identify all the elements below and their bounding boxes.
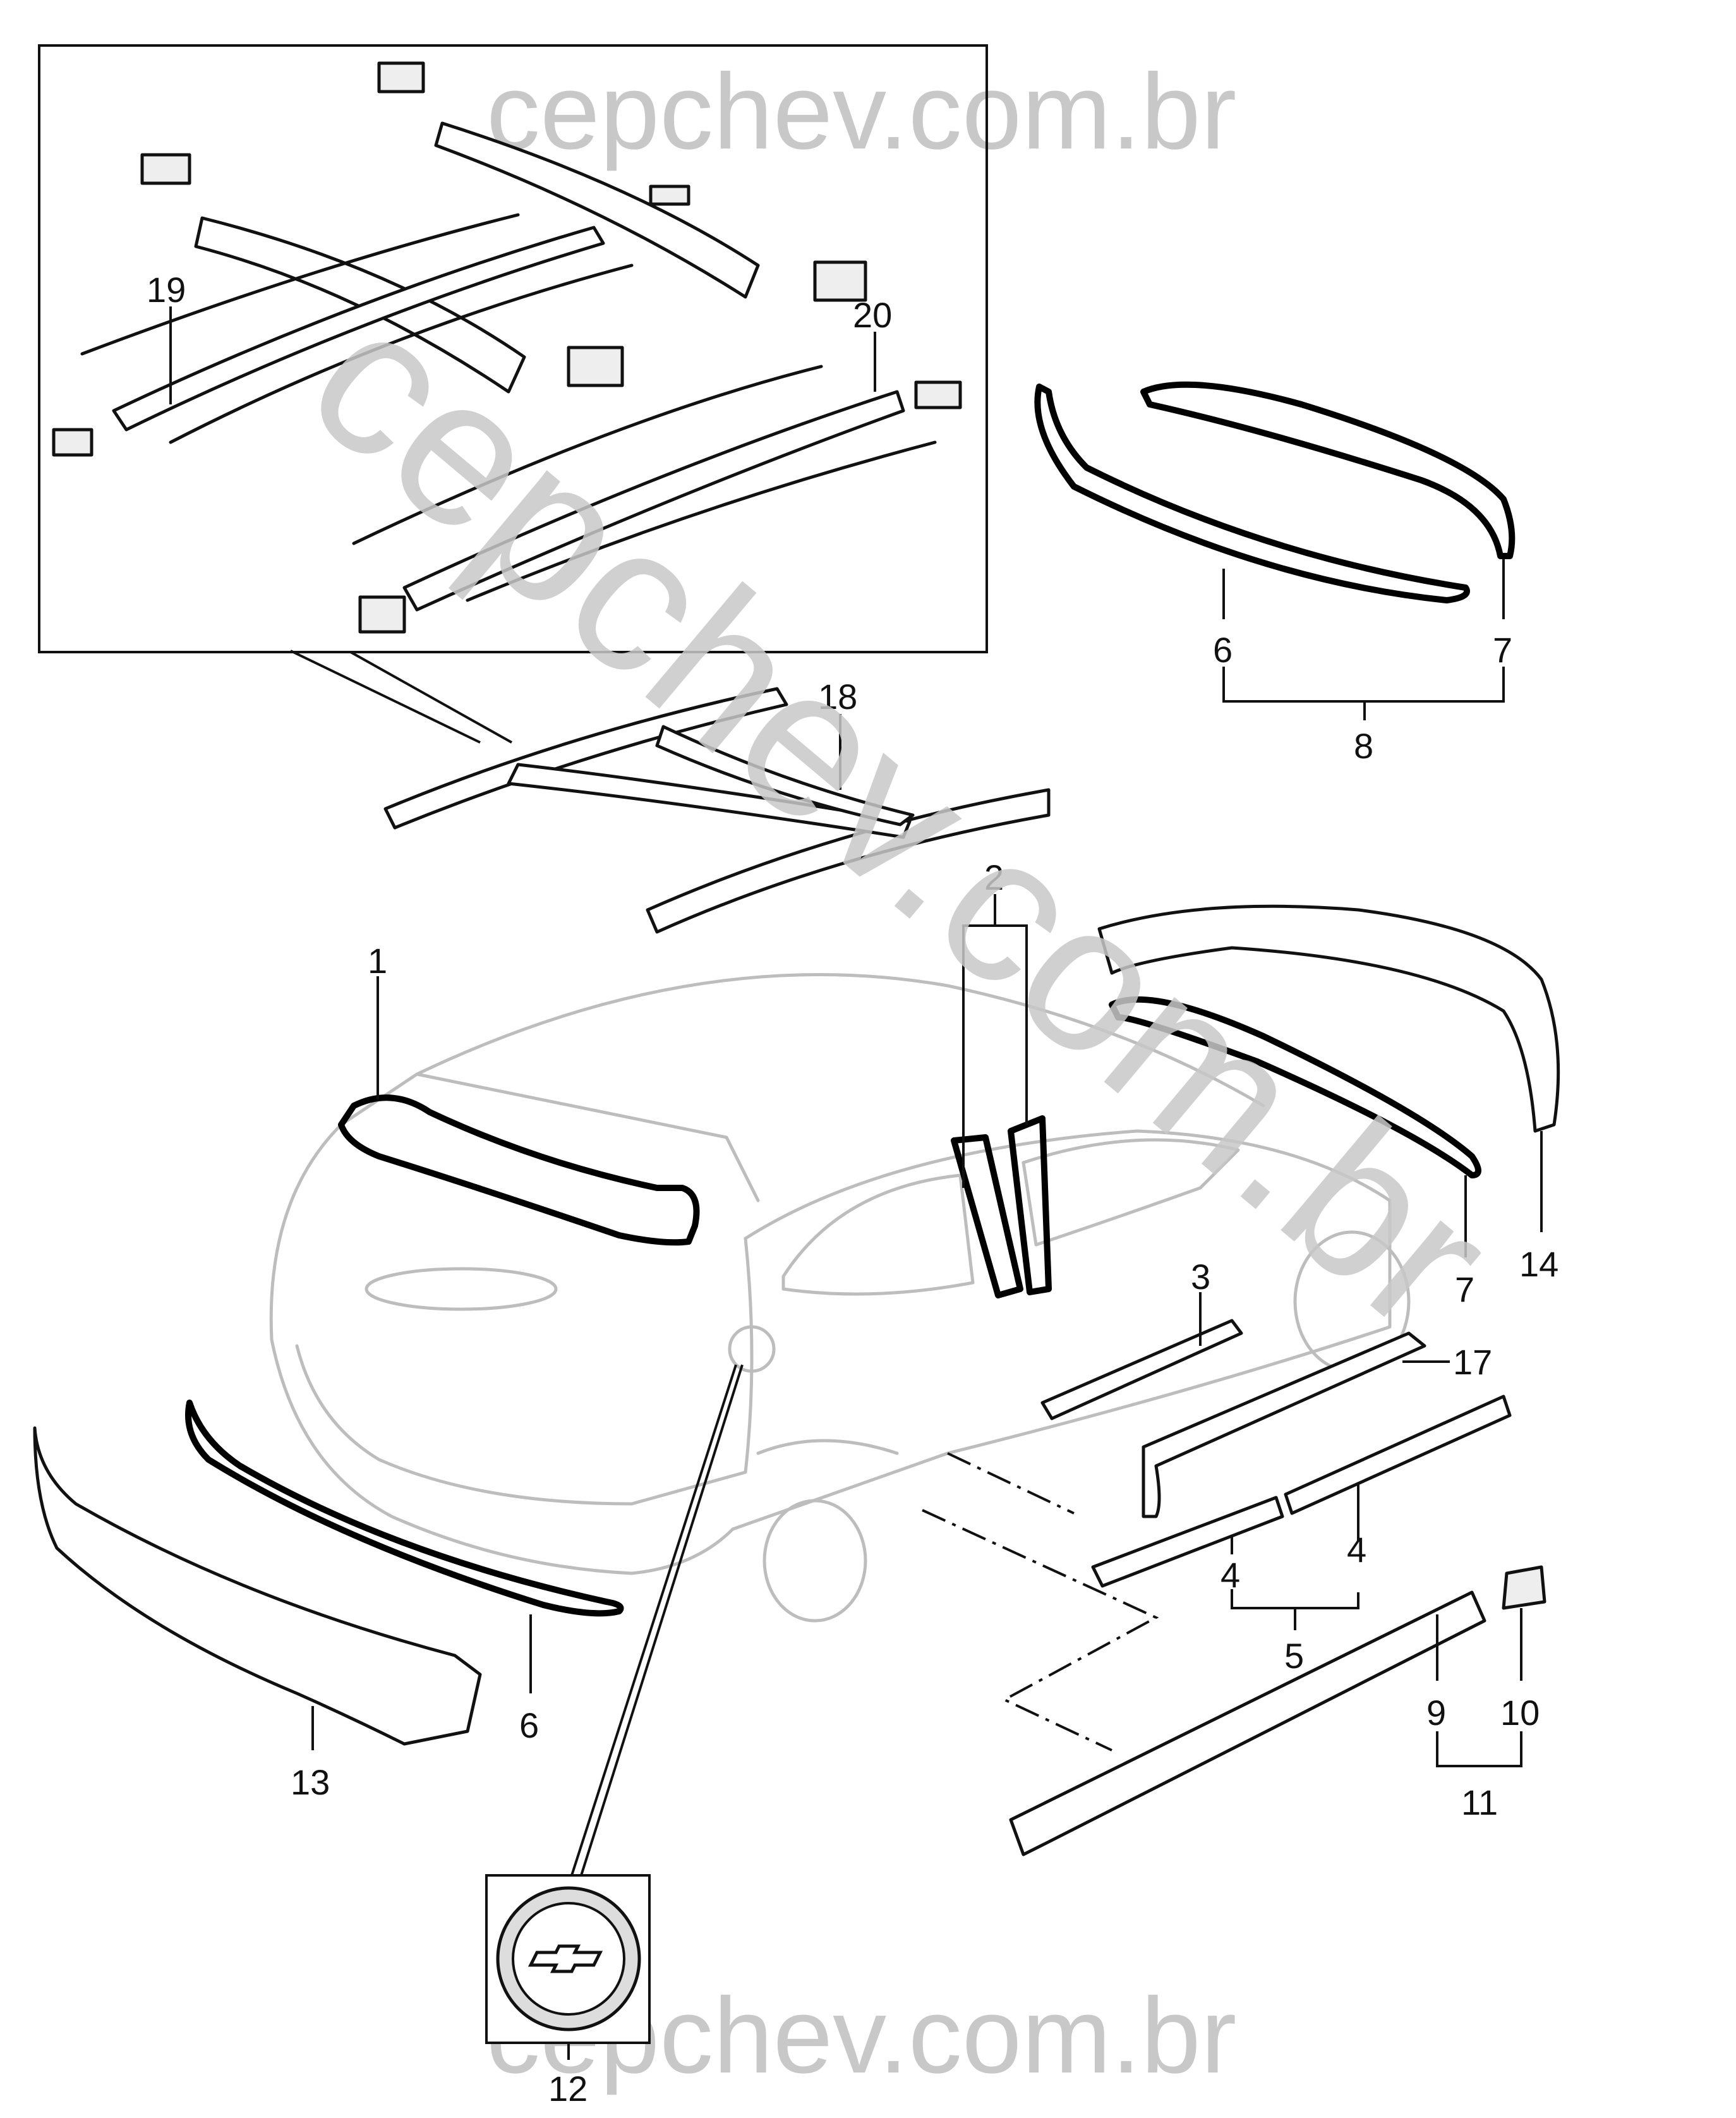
- inset-endcap-2: [358, 595, 406, 634]
- rack-crossbar-front: [655, 725, 915, 826]
- inset-bracket-2: [140, 153, 191, 185]
- rack-crossbar-rear: [507, 763, 912, 839]
- part-2-pillar-trim-left: [951, 1134, 1023, 1298]
- roof-rack-assembly: [383, 687, 1051, 934]
- inset-frame: [38, 44, 988, 653]
- inset-endcap-1: [52, 428, 93, 457]
- car-fuel-door: [728, 1325, 776, 1373]
- callout-4b: 4: [1347, 1530, 1366, 1570]
- part-6-spoiler-upper: [1034, 384, 1470, 603]
- callout-7-right: 7: [1455, 1269, 1474, 1309]
- part-1-rear-spoiler: [338, 1094, 700, 1246]
- callout-11: 11: [1461, 1782, 1498, 1822]
- watermark-top: cepchev.com.br: [486, 52, 1236, 172]
- chevrolet-bowtie-logo: [527, 1944, 603, 1973]
- part-2-pillar-trim-right: [1008, 1115, 1052, 1295]
- inset-rail-right-strip: [352, 365, 823, 545]
- callout-2: 2: [984, 857, 1004, 897]
- callout-6-bottom: 6: [519, 1705, 539, 1745]
- callout-19: 19: [147, 270, 186, 310]
- leader-11-bracket: [1436, 1731, 1522, 1767]
- inset-rail-left: [112, 226, 605, 432]
- inset-leader-right: [350, 651, 512, 744]
- car-bumper: [270, 1338, 735, 1575]
- inset-endcap-3: [914, 380, 962, 409]
- inset-rail-left-lower: [169, 263, 634, 444]
- callout-13: 13: [291, 1762, 330, 1802]
- inset-bracket-1: [377, 61, 425, 94]
- car-rear-wheel: [763, 1499, 867, 1623]
- inset-bracket-5: [649, 185, 690, 206]
- car-rear-body: [269, 1072, 760, 1341]
- leader-5-bracket: [1231, 1589, 1359, 1609]
- callout-18: 18: [818, 677, 857, 717]
- leader-dash-skirt-1: [922, 1509, 1159, 1752]
- part-4-rocker-molding-left: [1091, 1496, 1284, 1588]
- part-6-front-lip: [185, 1400, 624, 1617]
- inset-rail-right-lower: [466, 440, 937, 602]
- inset-rail-right: [402, 390, 905, 612]
- part-17-sill-strip: [1142, 1331, 1426, 1518]
- part-10-end-cap: [1502, 1565, 1546, 1610]
- part-9-side-skirt: [1009, 1590, 1486, 1856]
- part-13-bumper-skirt: [33, 1426, 482, 1746]
- callout-4a: 4: [1221, 1555, 1240, 1595]
- car-body: [269, 973, 1411, 1623]
- roof-rack-inset: [38, 44, 988, 653]
- callout-3: 3: [1191, 1257, 1210, 1297]
- part-12-fuel-cap-detail: [485, 1874, 651, 2044]
- part-7-side-extension: [1109, 996, 1481, 1178]
- callout-14: 14: [1519, 1244, 1558, 1284]
- leader-lines: [169, 306, 1543, 2060]
- leader-dash-skirt-2: [947, 1452, 1075, 1515]
- callout-8: 8: [1354, 726, 1373, 766]
- callout-5: 5: [1284, 1636, 1304, 1676]
- inset-rail-left-strip: [80, 213, 520, 356]
- inset-crossbar-rear: [434, 121, 760, 299]
- car-tailgate: [295, 1237, 754, 1506]
- car-side: [731, 1129, 1392, 1531]
- leader-8-bracket: [1222, 667, 1505, 703]
- callout-1: 1: [368, 941, 387, 981]
- rack-rail-right: [646, 788, 1051, 934]
- car-front-window: [1022, 1138, 1240, 1247]
- callout-10: 10: [1500, 1693, 1540, 1733]
- inset-leader-left: [290, 650, 481, 744]
- leader-12-b: [580, 1364, 744, 1876]
- inset-bracket-4: [567, 346, 624, 387]
- car-side-window: [781, 1173, 975, 1296]
- callout-7-top: 7: [1493, 630, 1512, 670]
- callout-20: 20: [853, 295, 892, 335]
- callout-6-top: 6: [1213, 630, 1233, 670]
- part-3-door-molding: [1040, 1319, 1243, 1420]
- callout-9: 9: [1426, 1693, 1446, 1733]
- car-roof: [415, 973, 1265, 1108]
- rack-rail-left: [383, 687, 788, 830]
- part-4-rocker-molding-right: [1284, 1395, 1512, 1515]
- callout-17: 17: [1453, 1342, 1492, 1382]
- leader-12-a: [570, 1364, 737, 1876]
- watermark-diagonal: cepchev.com.br: [268, 260, 1534, 1376]
- callout-labels: 19 20 18 1 2 3 17 4 4 5 9 10 11 6 7 8 7 …: [147, 270, 1558, 2109]
- inset-bracket-3: [813, 260, 867, 302]
- car-wheel-arch: [756, 1439, 899, 1455]
- car-rear-window: [365, 1267, 558, 1311]
- callout-12: 12: [548, 2069, 588, 2109]
- part-14-rear-diffuser: [1097, 904, 1560, 1133]
- part-7-spoiler-upper: [1140, 381, 1516, 559]
